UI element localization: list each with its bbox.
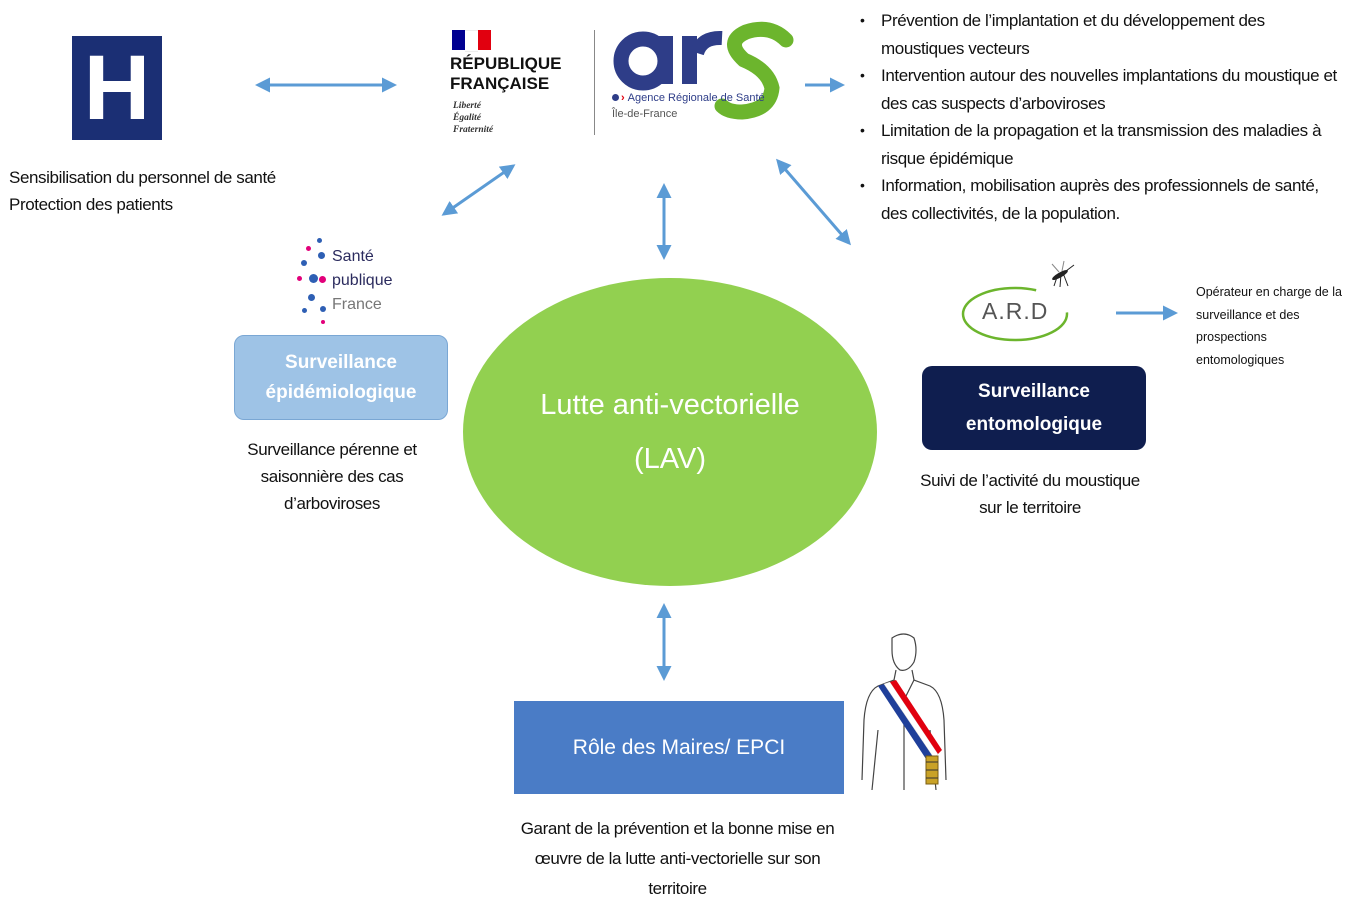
maires-caption-line: œuvre de la lutte anti-vectorielle sur s…: [534, 849, 821, 868]
spf-dot: [306, 246, 311, 251]
maires-caption-line: Garant de la prévention et la bonne mise…: [520, 819, 835, 838]
ard-logo: A.R.D: [960, 260, 1075, 342]
ento-caption: Suivi de l’activité du moustique sur le …: [910, 467, 1150, 521]
republique-francaise-logo: RÉPUBLIQUE FRANÇAISE Liberté Égalité Fra…: [450, 30, 590, 140]
lutte-anti-vectorielle-ellipse: Lutte anti-vectorielle (LAV): [463, 278, 877, 586]
flag-blue-band: [452, 30, 465, 50]
surveillance-epidemiologique-box: Surveillance épidémiologique: [234, 335, 448, 420]
list-item: Limitation de la propagation et la trans…: [860, 117, 1340, 172]
maires-caption: Garant de la prévention et la bonne mise…: [505, 814, 850, 904]
arrow-ars-spf: [441, 164, 516, 216]
ard-swoosh: [961, 286, 1069, 342]
ars-agency-name: ›Agence Régionale de Santé: [612, 92, 765, 104]
ento-caption-line: sur le territoire: [979, 498, 1081, 517]
epi-box-line1: Surveillance: [285, 351, 397, 373]
ars-blue-dot-icon: [612, 94, 619, 101]
epi-caption-line: saisonnière des cas: [260, 467, 404, 486]
mayor-sash-icon: [861, 633, 947, 791]
role-maires-box: Rôle des Maires/ EPCI: [514, 701, 844, 794]
spf-dot: [302, 308, 307, 313]
ars-logo-graphic: [613, 21, 794, 120]
hospital-caption-line: Sensibilisation du personnel de santé: [9, 168, 276, 187]
mosquito-icon: [1051, 260, 1075, 288]
ars-missions-list: Prévention de l’implantation et du dével…: [860, 7, 1340, 227]
rf-motto-line: Fraternité: [453, 125, 494, 135]
hospital-caption-line: Protection des patients: [9, 195, 173, 214]
rf-motto-line: Égalité: [453, 113, 481, 123]
spf-logo-line: France: [332, 296, 382, 313]
spf-dot: [321, 320, 325, 324]
spf-dot: [317, 238, 322, 243]
rf-motto: Liberté Égalité Fraternité: [453, 100, 493, 136]
flag-white-band: [465, 30, 478, 52]
lav-label-line2: (LAV): [634, 443, 706, 475]
rf-title-line2: FRANÇAISE: [450, 74, 550, 93]
ars-red-chevron-icon: ›: [621, 92, 625, 104]
epi-caption-line: d’arboviroses: [284, 494, 380, 513]
epi-box-line2: épidémiologique: [265, 381, 417, 403]
arrow-ars-ard: [776, 158, 851, 246]
ento-caption-line: Suivi de l’activité du moustique: [920, 471, 1140, 490]
hospital-caption: Sensibilisation du personnel de santé Pr…: [9, 164, 299, 218]
hospital-sign-letter: H: [83, 37, 151, 139]
lav-label-line1: Lutte anti-vectorielle: [540, 389, 800, 421]
ars-agency-label: Agence Régionale de Santé: [627, 92, 765, 104]
list-item: Prévention de l’implantation et du dével…: [860, 7, 1340, 62]
rf-title-line1: RÉPUBLIQUE: [450, 54, 562, 73]
spf-dot: [308, 294, 315, 301]
spf-logo-line: Santé: [332, 248, 374, 265]
rf-motto-line: Liberté: [453, 101, 481, 111]
rf-title: RÉPUBLIQUE FRANÇAISE: [450, 54, 561, 94]
ento-box-line1: Surveillance: [978, 381, 1090, 402]
spf-logo-line: publique: [332, 272, 393, 289]
hospital-sign-icon: H: [72, 36, 162, 140]
surveillance-entomologique-box: Surveillance entomologique: [922, 366, 1146, 450]
ard-logo-text: A.R.D: [982, 298, 1049, 324]
flag-red-band: [478, 30, 491, 50]
ars-logo: ars: [610, 6, 794, 120]
maires-caption-line: territoire: [648, 879, 707, 898]
ento-box-line2: entomologique: [965, 414, 1103, 435]
logo-divider: [594, 30, 595, 135]
spf-dot: [301, 260, 307, 266]
spf-dot: [319, 276, 326, 283]
spf-dot: [309, 274, 318, 283]
spf-dot: [320, 306, 326, 312]
ars-region: Île-de-France: [612, 108, 678, 120]
ard-operator-caption: Opérateur en charge de la surveillance e…: [1196, 285, 1342, 367]
epi-caption: Surveillance pérenne et saisonnière des …: [232, 436, 432, 517]
spf-dot: [297, 276, 302, 281]
spf-dot: [318, 252, 325, 259]
sante-publique-france-logo: Santé publique France: [297, 236, 397, 326]
list-item: Intervention autour des nouvelles implan…: [860, 62, 1340, 117]
epi-caption-line: Surveillance pérenne et: [247, 440, 417, 459]
list-item: Information, mobilisation auprès des pro…: [860, 172, 1340, 227]
spf-logo-text: Santé publique France: [332, 245, 393, 317]
